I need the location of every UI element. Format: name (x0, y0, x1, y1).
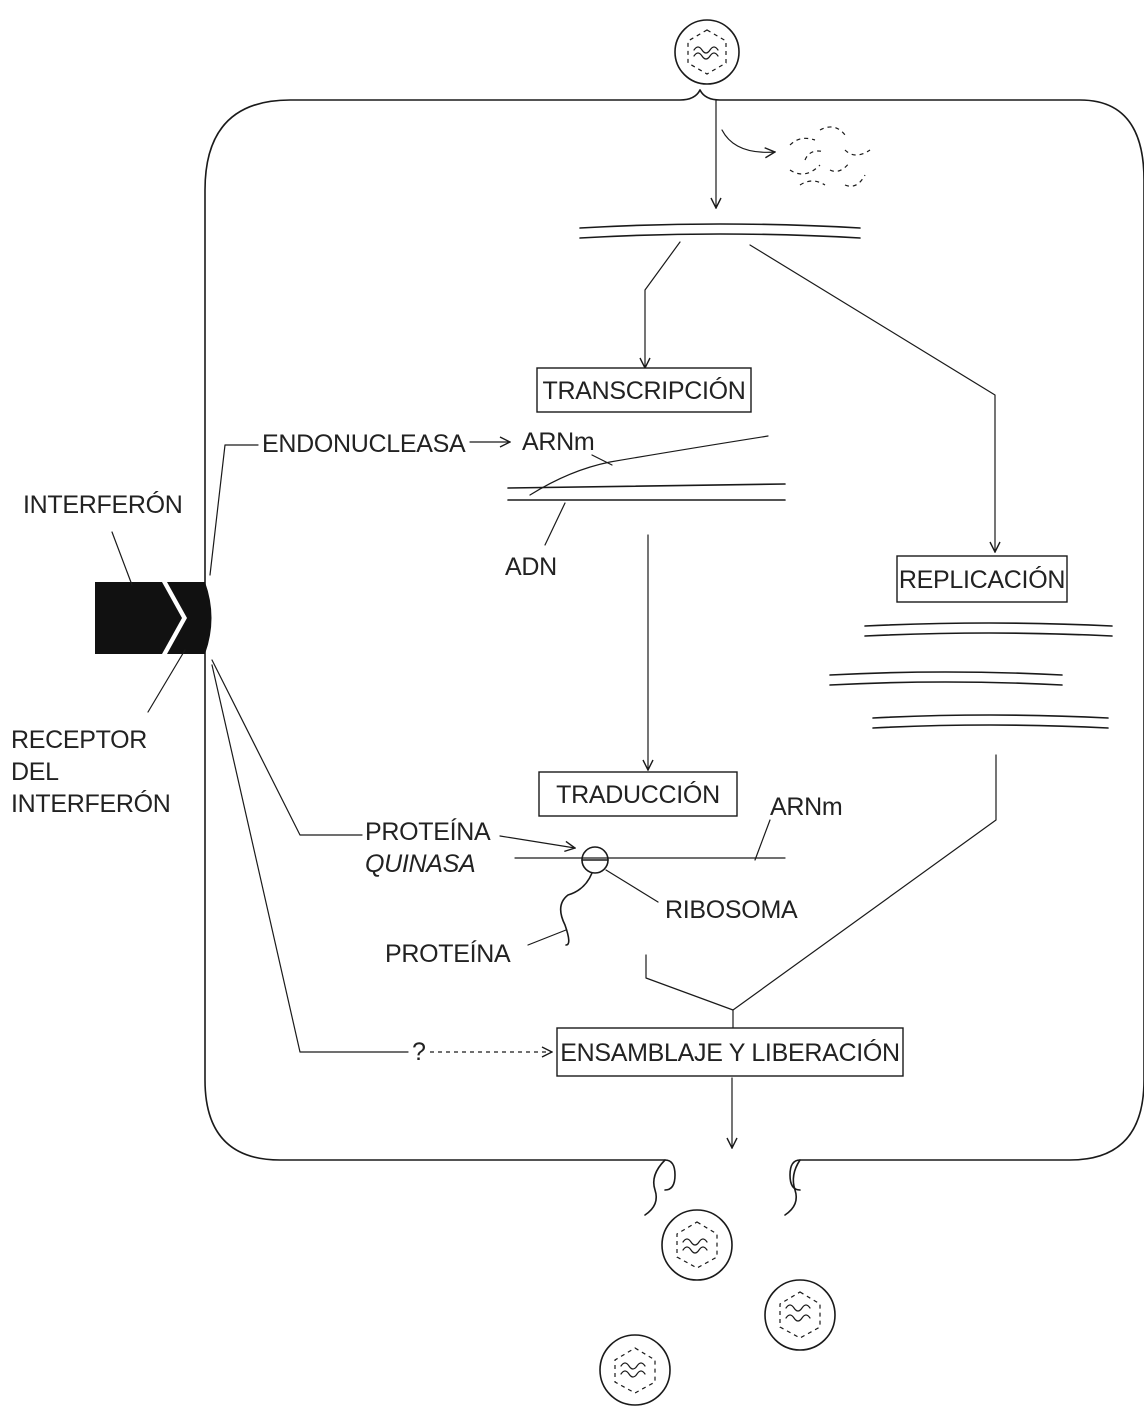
adn-label: ADN (505, 553, 557, 581)
arnm-bottom-pointer (754, 819, 771, 861)
arrow-to-transcription (645, 241, 681, 368)
quinasa-label-line2: QUINASA (365, 850, 475, 878)
arnm-top-label: ARNm (522, 428, 594, 456)
proteina-pointer (527, 929, 567, 946)
cell-membrane (204, 89, 1144, 1191)
interferon-label: INTERFERÓN (23, 490, 183, 519)
endonucleasa-link (209, 444, 259, 576)
ribosoma-label: RIBOSOMA (665, 896, 798, 924)
receptor-pointer (147, 649, 186, 713)
adn-pointer (544, 502, 566, 546)
endonucleasa-label: ENDONUCLEASA (262, 430, 466, 458)
assembly-label: ENSAMBLAJE Y LIBERACIÓN (560, 1038, 900, 1067)
interferon-pointer (111, 531, 133, 586)
assembly-box (556, 1027, 904, 1077)
membrane-exit-right (784, 1159, 801, 1216)
transcription-strands (507, 435, 786, 501)
translation-to-assembly (645, 954, 734, 1011)
membrane-exit-left (644, 1159, 666, 1216)
quinasa-link (211, 659, 363, 836)
quinasa-arrow (499, 835, 575, 848)
question-label: ? (412, 1038, 426, 1066)
replicated-dna (829, 622, 1113, 729)
arrow-to-replication (749, 244, 995, 552)
transcription-label: TRANSCRIPCIÓN (542, 376, 745, 405)
ribosoma-pointer (605, 869, 659, 903)
transcription-box (536, 367, 752, 413)
proteina-label: PROTEÍNA (385, 939, 511, 968)
translation-label: TRADUCCIÓN (556, 780, 720, 809)
replication-label: REPLICACIÓN (899, 565, 1065, 594)
receptor-label-line3: INTERFERÓN (11, 789, 171, 818)
released-virus-2 (764, 1279, 836, 1351)
released-virus-3 (599, 1334, 671, 1406)
interferon-receptor (167, 582, 212, 654)
incoming-virus (674, 19, 740, 85)
replication-box (896, 555, 1068, 603)
arnm-bottom-label: ARNm (770, 793, 842, 821)
protein-chain (559, 872, 593, 946)
replication-to-assembly (732, 754, 997, 1029)
interferon-molecule (95, 582, 182, 654)
viral-dna (579, 223, 861, 239)
quinasa-label-line1: PROTEÍNA (365, 817, 491, 846)
released-virus-1 (661, 1209, 733, 1281)
ribosome (581, 846, 609, 874)
capsid-fragments (789, 126, 871, 187)
receptor-label-line1: RECEPTOR (11, 726, 147, 754)
uncoating-arrow (721, 129, 775, 152)
receptor-label-line2: DEL (11, 758, 59, 786)
arnm-top-pointer (591, 454, 613, 466)
translation-box (538, 771, 738, 817)
unknown-link (211, 664, 409, 1053)
